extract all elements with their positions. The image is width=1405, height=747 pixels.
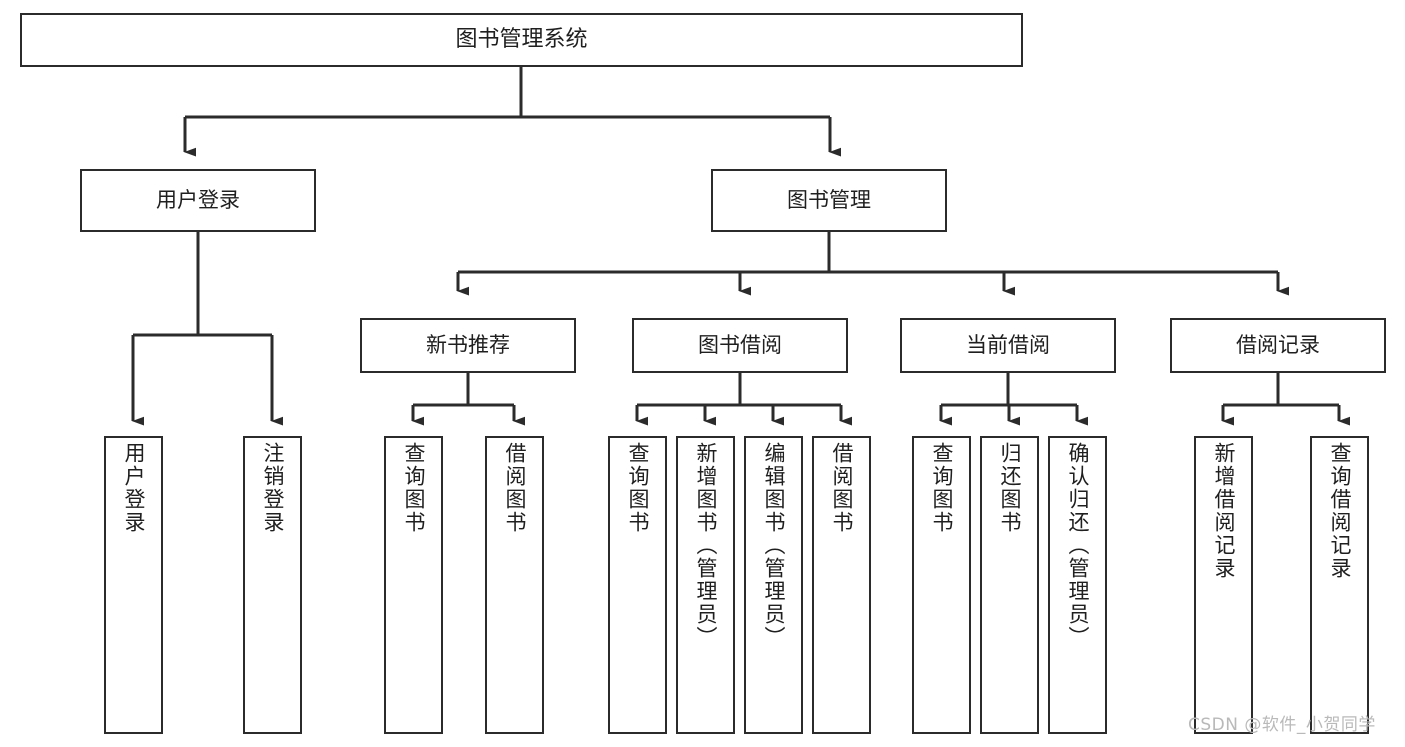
node-leaf-borrow-book-1-label: 借阅图书	[503, 442, 527, 534]
node-leaf-query-book-2[interactable]: 查询图书	[608, 436, 667, 734]
node-leaf-return-book[interactable]: 归还图书	[980, 436, 1039, 734]
node-leaf-add-book-label: 新增图书（管理员）	[694, 442, 718, 649]
node-user-login-label: 用户登录	[156, 187, 240, 212]
node-leaf-query-record[interactable]: 查询借阅记录	[1310, 436, 1369, 734]
node-leaf-return-book-label: 归还图书	[998, 442, 1022, 534]
node-leaf-confirm-return-label: 确认归还（管理员）	[1066, 442, 1090, 649]
node-leaf-query-book-3[interactable]: 查询图书	[912, 436, 971, 734]
csdn-watermark: CSDN @软件_小贺同学	[1188, 715, 1376, 735]
node-leaf-add-book[interactable]: 新增图书（管理员）	[676, 436, 735, 734]
node-leaf-edit-book-label: 编辑图书（管理员）	[762, 442, 786, 649]
node-current-borrow[interactable]: 当前借阅	[900, 318, 1116, 373]
node-leaf-user-logout[interactable]: 注销登录	[243, 436, 302, 734]
node-root-label: 图书管理系统	[455, 26, 588, 52]
node-new-book-recommend-label: 新书推荐	[426, 332, 510, 357]
node-book-borrow-label: 图书借阅	[698, 332, 782, 357]
node-leaf-borrow-book-2-label: 借阅图书	[830, 442, 854, 534]
node-borrow-record-label: 借阅记录	[1236, 332, 1320, 357]
node-book-borrow[interactable]: 图书借阅	[632, 318, 848, 373]
node-leaf-edit-book[interactable]: 编辑图书（管理员）	[744, 436, 803, 734]
node-user-login[interactable]: 用户登录	[80, 169, 316, 232]
node-leaf-query-book-2-label: 查询图书	[626, 442, 650, 534]
node-leaf-borrow-book-2[interactable]: 借阅图书	[812, 436, 871, 734]
node-new-book-recommend[interactable]: 新书推荐	[360, 318, 576, 373]
node-leaf-user-login-label: 用户登录	[122, 442, 146, 534]
node-leaf-borrow-book-1[interactable]: 借阅图书	[485, 436, 544, 734]
node-current-borrow-label: 当前借阅	[966, 332, 1050, 357]
node-leaf-user-logout-label: 注销登录	[261, 442, 285, 534]
node-root[interactable]: 图书管理系统	[20, 13, 1023, 67]
node-leaf-query-book-3-label: 查询图书	[930, 442, 954, 534]
node-book-manage[interactable]: 图书管理	[711, 169, 947, 232]
node-leaf-query-record-label: 查询借阅记录	[1328, 442, 1352, 580]
node-borrow-record[interactable]: 借阅记录	[1170, 318, 1386, 373]
node-leaf-query-book-1-label: 查询图书	[402, 442, 426, 534]
node-leaf-add-record-label: 新增借阅记录	[1212, 442, 1236, 580]
node-leaf-confirm-return[interactable]: 确认归还（管理员）	[1048, 436, 1107, 734]
node-leaf-query-book-1[interactable]: 查询图书	[384, 436, 443, 734]
node-book-manage-label: 图书管理	[787, 187, 871, 212]
node-leaf-add-record[interactable]: 新增借阅记录	[1194, 436, 1253, 734]
node-leaf-user-login[interactable]: 用户登录	[104, 436, 163, 734]
